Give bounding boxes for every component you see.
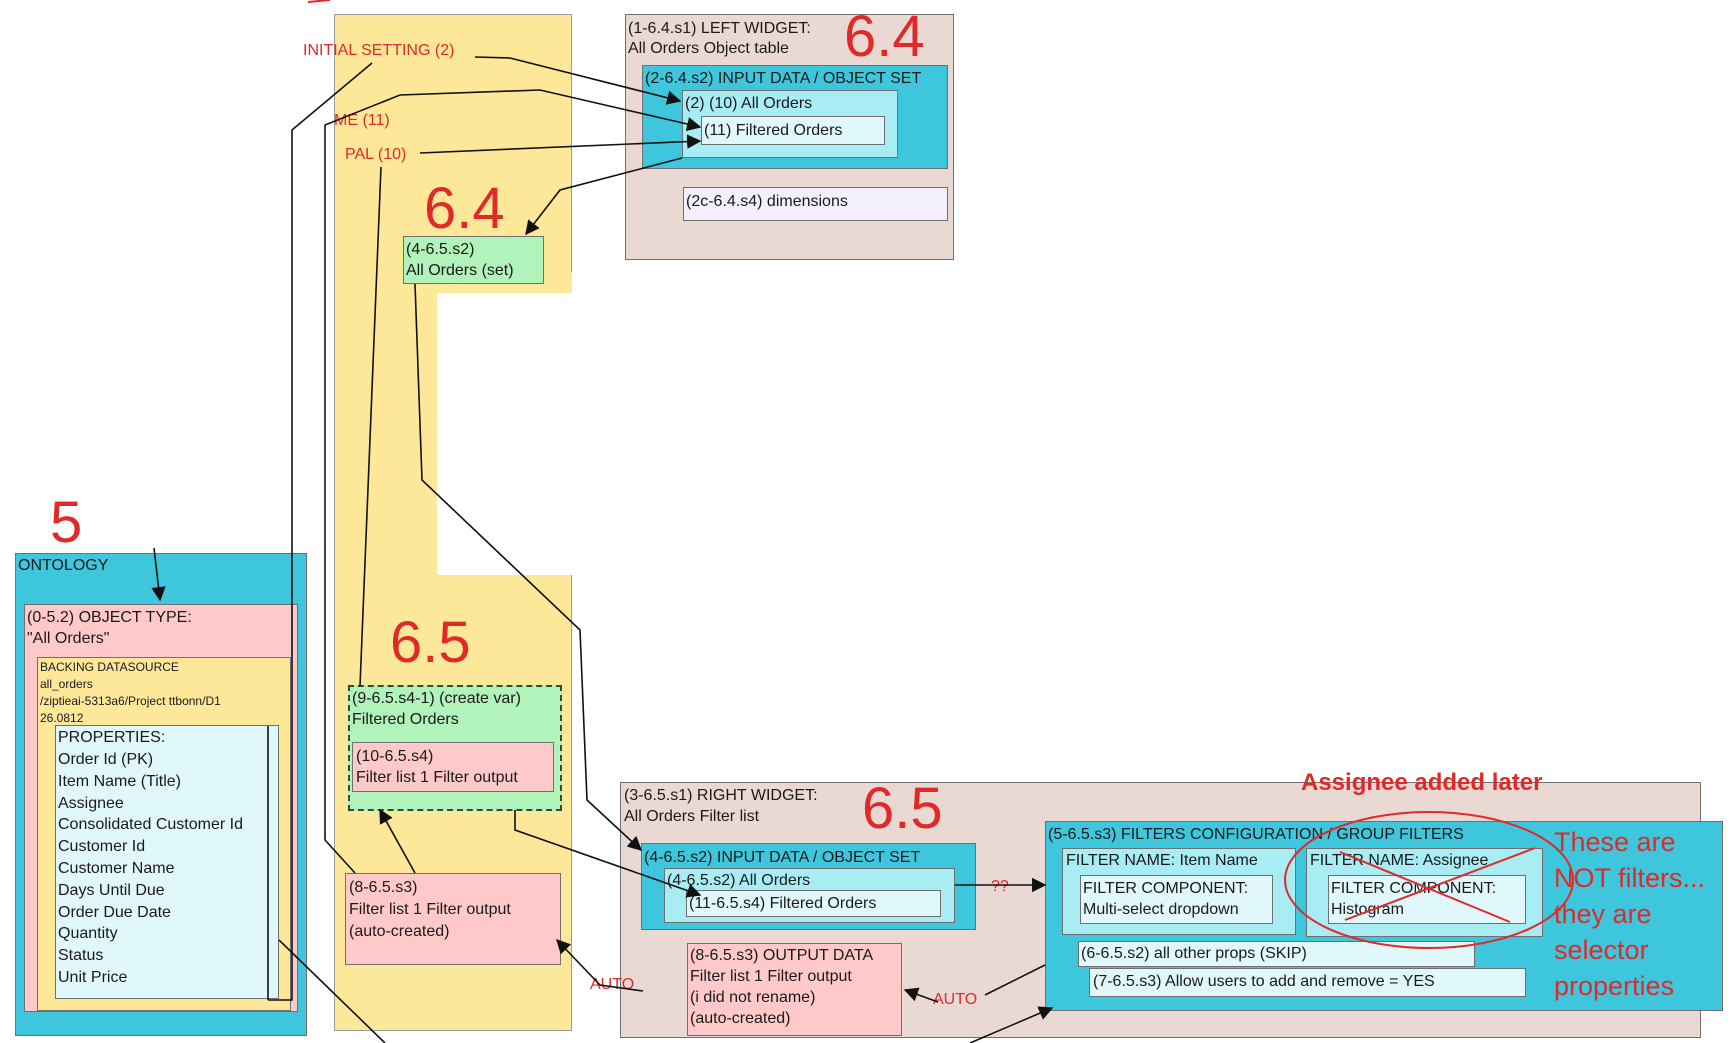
question-marks-label: ?? (991, 878, 1009, 895)
left-all-orders-label: (2) (10) All Orders (685, 95, 813, 112)
left-input-data-title: (2-6.4.s2) INPUT DATA / OBJECT SET (645, 70, 922, 87)
filter-multiselect-line2: Multi-select dropdown (1083, 901, 1239, 918)
auto-created-line1: (8-6.5.s3) (349, 879, 418, 896)
dimensions-label: (2c-6.4.s4) dimensions (686, 193, 848, 210)
datasource-line2: all_orders (40, 677, 93, 691)
variables-yellow-edge (334, 272, 335, 1030)
property-item: Order Due Date (58, 903, 171, 921)
auto-created-var-box: (8-6.5.s3) Filter list 1 Filter output (… (345, 873, 561, 965)
filter-output-var-line1: (10-6.5.s4) (356, 748, 434, 765)
output-data-line3: (i did not rename) (690, 989, 816, 1006)
variables-yellow-edge-right (571, 575, 572, 1031)
property-item: Quantity (58, 925, 118, 943)
property-item: Status (58, 947, 104, 965)
assignee-added-later-note: Assignee added later (1301, 769, 1543, 796)
section-number-6-5-middle: 6.5 (390, 610, 471, 675)
properties-title: PROPERTIES: (58, 729, 166, 746)
filter-histogram-line2: Histogram (1331, 901, 1404, 918)
output-data-line2: Filter list 1 Filter output (690, 968, 852, 985)
left-widget-line1: (1-6.4.s1) LEFT WIDGET: (628, 20, 811, 37)
side-note-line: properties (1554, 971, 1675, 1001)
property-item: Customer Name (58, 860, 175, 877)
property-item: Unit Price (58, 969, 128, 986)
auto-label-2: AUTO (933, 991, 978, 1008)
output-data-box: (8-6.5.s3) OUTPUT DATA Filter list 1 Fil… (687, 943, 902, 1036)
section-number-6-4-left: 6.4 (844, 4, 925, 69)
output-data-line1: (8-6.5.s3) OUTPUT DATA (690, 947, 874, 964)
side-note-line: selector (1554, 935, 1649, 965)
create-var-line1: (9-6.5.s4-1) (create var) (352, 690, 521, 707)
object-type-line2: "All Orders" (27, 630, 110, 647)
auto-created-line2: Filter list 1 Filter output (349, 901, 511, 918)
property-item: Assignee (58, 794, 124, 812)
auto-created-line3: (auto-created) (349, 923, 450, 940)
allow-users-label: (7-6.5.s3) Allow users to add and remove… (1093, 973, 1435, 990)
filters-config-title: (5-6.5.s3) FILTERS CONFIGURATION / GROUP… (1048, 826, 1464, 843)
property-item: Days Until Due (58, 881, 165, 899)
side-note-line: These are (1554, 827, 1676, 857)
property-item: Item Name (Title) (58, 772, 181, 790)
all-orders-set-line1: (4-6.5.s2) (406, 241, 475, 258)
property-item: Customer Id (58, 838, 146, 856)
section-number-5: 5 (50, 490, 83, 555)
filter-output-var-line2: Filter list 1 Filter output (356, 769, 518, 786)
me-label: ME (11) (334, 112, 390, 129)
left-filtered-orders-box: (11) Filtered Orders (701, 116, 885, 145)
filter-histogram-box: FILTER COMPONENT: Histogram (1328, 875, 1526, 924)
section-number-6-4-middle: 6.4 (424, 176, 505, 241)
create-var-line2: Filtered Orders (352, 711, 459, 728)
output-data-line4: (auto-created) (690, 1010, 791, 1027)
allow-users-box: (7-6.5.s3) Allow users to add and remove… (1089, 968, 1526, 997)
object-type-line1: (0-5.2) OBJECT TYPE: (27, 609, 192, 626)
property-item: Order Id (PK) (58, 751, 154, 768)
right-input-data-title: (4-6.5.s2) INPUT DATA / OBJECT SET (644, 849, 921, 866)
left-filtered-orders-label: (11) Filtered Orders (704, 122, 843, 139)
filter-multiselect-box: FILTER COMPONENT: Multi-select dropdown (1080, 875, 1273, 924)
filter-assignee-label: FILTER NAME: Assignee (1310, 852, 1489, 869)
all-orders-set-line2: All Orders (set) (406, 262, 514, 279)
all-orders-set-box: (4-6.5.s2) All Orders (set) (403, 236, 544, 284)
variables-yellow-notch (437, 293, 573, 575)
red-mark-top (307, 0, 331, 3)
other-props-box: (6-6.5.s2) all other props (SKIP) (1078, 941, 1475, 967)
ontology-title: ONTOLOGY (18, 557, 109, 574)
dimensions-box: (2c-6.4.s4) dimensions (683, 187, 948, 221)
other-props-label: (6-6.5.s2) all other props (SKIP) (1081, 945, 1307, 962)
datasource-line3: /ziptieai-5313a6/Project ttbonn/D1 (40, 694, 221, 708)
left-widget-line2: All Orders Object table (628, 40, 789, 57)
right-widget-line1: (3-6.5.s1) RIGHT WIDGET: (624, 787, 818, 804)
pal-label: PAL (10) (345, 146, 407, 163)
filter-multiselect-line1: FILTER COMPONENT: (1083, 880, 1249, 897)
side-note-line: they are (1554, 899, 1652, 929)
right-filtered-orders-label: (11-6.5.s4) Filtered Orders (689, 895, 877, 912)
property-item: Consolidated Customer Id (58, 816, 243, 834)
section-number-6-5-right: 6.5 (862, 776, 943, 841)
filter-item-name-label: FILTER NAME: Item Name (1066, 852, 1258, 869)
variables-yellow-edge-bottom (334, 1030, 572, 1031)
filter-histogram-line1: FILTER COMPONENT: (1331, 880, 1497, 897)
initial-setting-label: INITIAL SETTING (2) (303, 42, 455, 59)
right-all-orders-label: (4-6.5.s2) All Orders (667, 872, 811, 889)
datasource-line1: BACKING DATASOURCE (40, 660, 179, 674)
auto-label-1: AUTO (590, 976, 635, 993)
properties-box: PROPERTIES: Order Id (PK) Item Name (Titl… (55, 725, 279, 999)
side-note-line: NOT filters... (1554, 863, 1706, 893)
right-filtered-orders-box: (11-6.5.s4) Filtered Orders (686, 890, 941, 917)
right-widget-line2: All Orders Filter list (624, 808, 760, 825)
filter-output-var-box: (10-6.5.s4) Filter list 1 Filter output (352, 742, 554, 792)
datasource-line4: 26.0812 (40, 711, 84, 725)
